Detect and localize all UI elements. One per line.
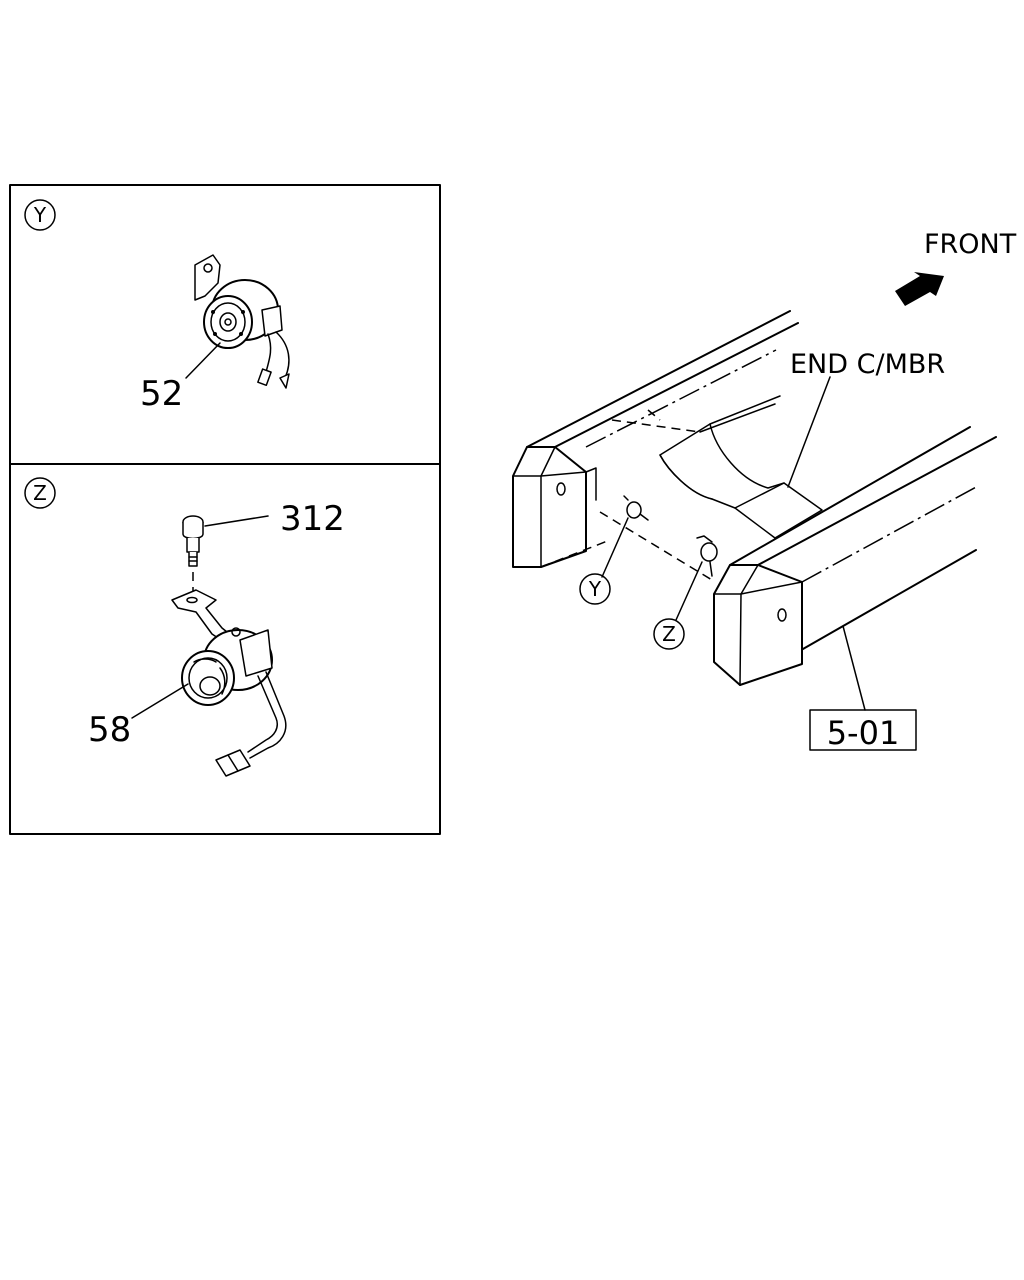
bolt-312-drawing [182,515,269,592]
front-label: FRONT [924,229,1017,260]
part-58-label: 58 [88,710,131,750]
end-cross-member [659,395,823,539]
callout-z-letter: Z [662,622,676,646]
view-y-letter: Y [33,203,47,227]
sensor-z-location [696,535,718,577]
callout-y-letter: Y [588,577,602,601]
right-side-rail [713,426,997,686]
left-side-rail [512,310,799,568]
sensor-y-location [623,495,649,521]
front-arrow-icon [895,272,944,306]
view-z-letter: Z [33,481,47,505]
view-z: Z 312 [24,477,345,777]
view-y-marker: Y [24,199,56,231]
view-y: Y 52 [24,199,290,414]
part-312-leader [204,515,269,527]
callout-z-marker: Z [653,618,685,650]
reference-box: 5-01 [809,709,917,752]
sensor-52-drawing [185,254,290,389]
part-52-label: 52 [140,374,183,414]
part-52-leader [185,342,221,379]
part-312-label: 312 [280,499,345,539]
member-label-leader [787,376,831,488]
reference-code: 5-01 [827,714,900,752]
callout-y-leader [601,517,629,578]
detail-panel [9,184,441,835]
sensor-58-drawing [131,589,287,777]
callout-y-marker: Y [579,573,611,605]
frame-assembly-drawing [512,310,997,711]
reference-leader [842,625,866,711]
part-58-leader [131,683,189,719]
end-cross-member-label: END C/MBR [790,349,945,380]
callout-z-leader [675,561,703,621]
view-z-marker: Z [24,477,56,509]
